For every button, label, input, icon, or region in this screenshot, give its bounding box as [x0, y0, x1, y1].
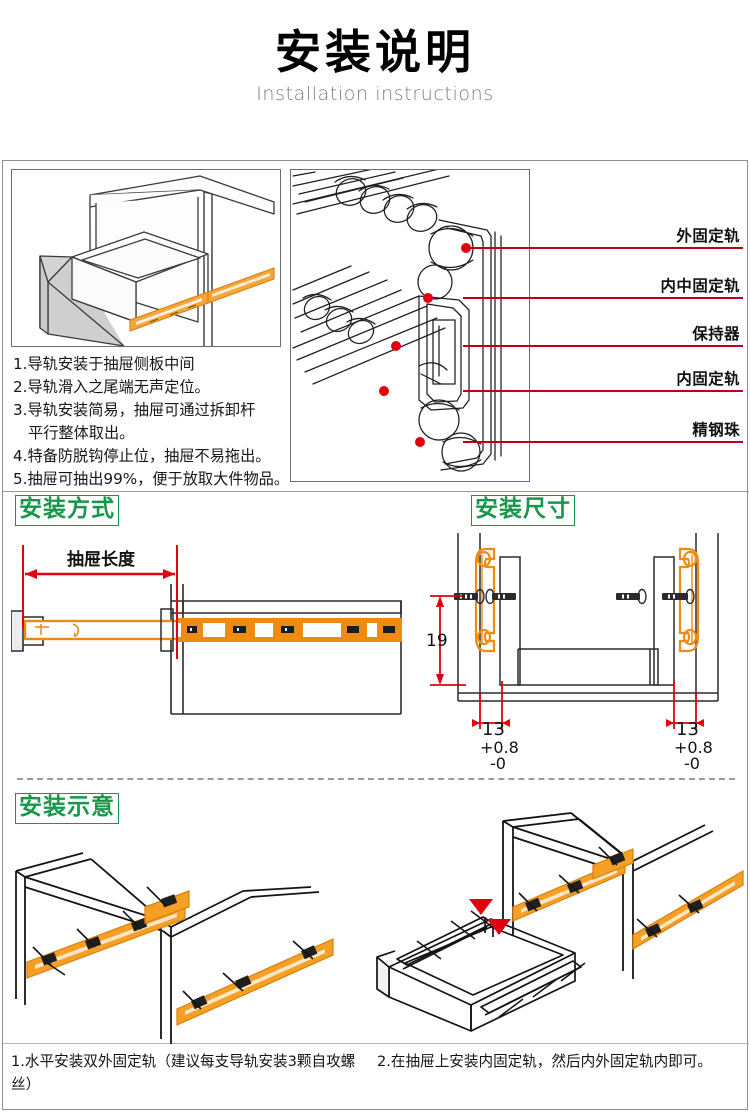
section-divider-top	[3, 491, 749, 492]
cabinet-outer-rail-mount-drawing	[15, 852, 334, 1044]
install-size-illustration: 19 13 +0.8 -0 13 +0.8 -0	[418, 533, 748, 773]
slide-cross-section-box	[290, 169, 530, 482]
left-dim-text-svg: 13	[482, 719, 505, 740]
slide-profile-right	[678, 547, 700, 653]
left-tol-minus-svg: -0	[490, 754, 506, 773]
callout-leader-line	[463, 247, 743, 249]
dimension-witness-lines	[22, 545, 178, 659]
callout-leader-line	[463, 390, 743, 392]
screw-lines-left	[32, 910, 142, 976]
callout-dot-icon	[461, 243, 471, 254]
callout-label: 精钢珠	[692, 421, 740, 439]
callout-group: 外固定轨 内中固定轨 保持器 内固定轨 精钢珠	[379, 161, 749, 491]
callout-inner-rail: 内固定轨	[379, 366, 743, 397]
height-dimension	[430, 595, 466, 686]
overview-section: 1.导轨安装于抽屉侧板中间 2.导轨滑入之尾端无声定位。 3.导轨安装简易，抽屉…	[3, 161, 749, 491]
outer-rail-right	[176, 938, 334, 1026]
page-subtitle: Installation instructions	[256, 82, 494, 105]
page-header: 安装说明 Installation instructions	[0, 0, 750, 105]
screw-lines-right	[182, 940, 314, 1010]
callout-dot-icon	[379, 386, 389, 397]
drawer-length-label-svg: 抽屉长度	[67, 549, 136, 570]
callout-dot-icon	[391, 341, 401, 352]
section-divider-dashed	[17, 778, 735, 780]
callout-retainer: 保持器	[391, 321, 743, 352]
section-tag-illustration: 安装示意	[15, 793, 119, 825]
feature-item-1: 1.导轨安装于抽屉侧板中间	[13, 355, 195, 373]
callout-leader-line	[463, 441, 743, 443]
section-tag-method: 安装方式	[15, 495, 119, 527]
slide-profile-left	[474, 547, 496, 653]
feature-list: 1.导轨安装于抽屉侧板中间 2.导轨滑入之尾端无声定位。 3.导轨安装简易，抽屉…	[13, 353, 313, 492]
insertion-direction-arrows	[469, 899, 511, 935]
page-title: 安装说明	[275, 25, 475, 79]
outer-rail-back-left	[144, 886, 190, 924]
drawer-length-arrow	[25, 569, 175, 579]
ball-bearing-cross-section-drawing	[292, 170, 502, 472]
right-tol-plus-svg: +0.8	[674, 738, 713, 757]
callout-leader-line	[463, 297, 743, 299]
left-tol-plus-svg: +0.8	[480, 738, 519, 757]
right-tol-minus-svg: -0	[684, 754, 700, 773]
feature-item-4: 4.特备防脱钩停止位，抽屉不易拖出。	[13, 447, 271, 466]
drawer-length-diagram: 抽屉长度	[11, 545, 402, 715]
step1-illustration	[11, 829, 381, 1044]
content-frame: 1.导轨安装于抽屉侧板中间 2.导轨滑入之尾端无声定位。 3.导轨安装简易，抽屉…	[2, 160, 749, 1110]
left-gap-dimension	[472, 681, 510, 729]
cabinet-rail-right	[632, 869, 744, 951]
right-gap-dimension	[666, 681, 704, 729]
screw-icons	[454, 588, 695, 605]
section-divider-bottom	[3, 1043, 749, 1044]
mounting-dimensions-diagram: 19 13 +0.8 -0 13 +0.8 -0	[426, 533, 719, 773]
slide-rail-assembly	[23, 618, 402, 642]
feature-item-5: 5.抽屉可抽出99%，便于放取大件物品。	[13, 470, 290, 489]
section-tag-size: 安装尺寸	[471, 495, 575, 527]
drawer-rail-leader-lines	[416, 910, 586, 1018]
callout-outer-rail: 外固定轨	[461, 223, 743, 254]
feature-item-3-cont: 平行整体取出。	[28, 424, 135, 443]
install-method-illustration: 抽屉长度 抽屉长度	[11, 539, 411, 769]
callout-dot-icon	[415, 437, 425, 448]
step2-caption: 2.在抽屉上安装内固定轨，然后内外固定轨内即可。	[377, 1053, 712, 1070]
callout-label: 外固定轨	[676, 227, 740, 245]
callout-middle-rail: 内中固定轨	[423, 273, 743, 304]
cabinet-rail-back	[592, 846, 634, 880]
step1-caption: 1.水平安装双外固定轨（建议每支导轨安装3颗自攻螺丝）	[11, 1053, 356, 1093]
feature-item-2: 2.导轨滑入之尾端无声定位。	[13, 378, 210, 397]
callout-label: 保持器	[692, 325, 740, 343]
drawer-inner-rail-insert-drawing	[376, 812, 744, 1032]
callout-label: 内中固定轨	[660, 277, 740, 295]
height-dim-text-svg: 19	[426, 631, 448, 651]
right-dim-text-svg: 13	[676, 719, 699, 740]
drawer-illustration-box	[11, 169, 281, 347]
callout-dot-icon	[423, 293, 433, 304]
feature-item-3: 3.导轨安装简易，抽屉可通过拆卸杆	[13, 401, 256, 420]
callout-leader-line	[463, 345, 743, 347]
drawer-isometric-drawing	[39, 175, 275, 346]
callout-steel-ball: 精钢珠	[415, 417, 743, 448]
callout-label: 内固定轨	[676, 370, 740, 388]
step2-illustration	[375, 811, 749, 1044]
